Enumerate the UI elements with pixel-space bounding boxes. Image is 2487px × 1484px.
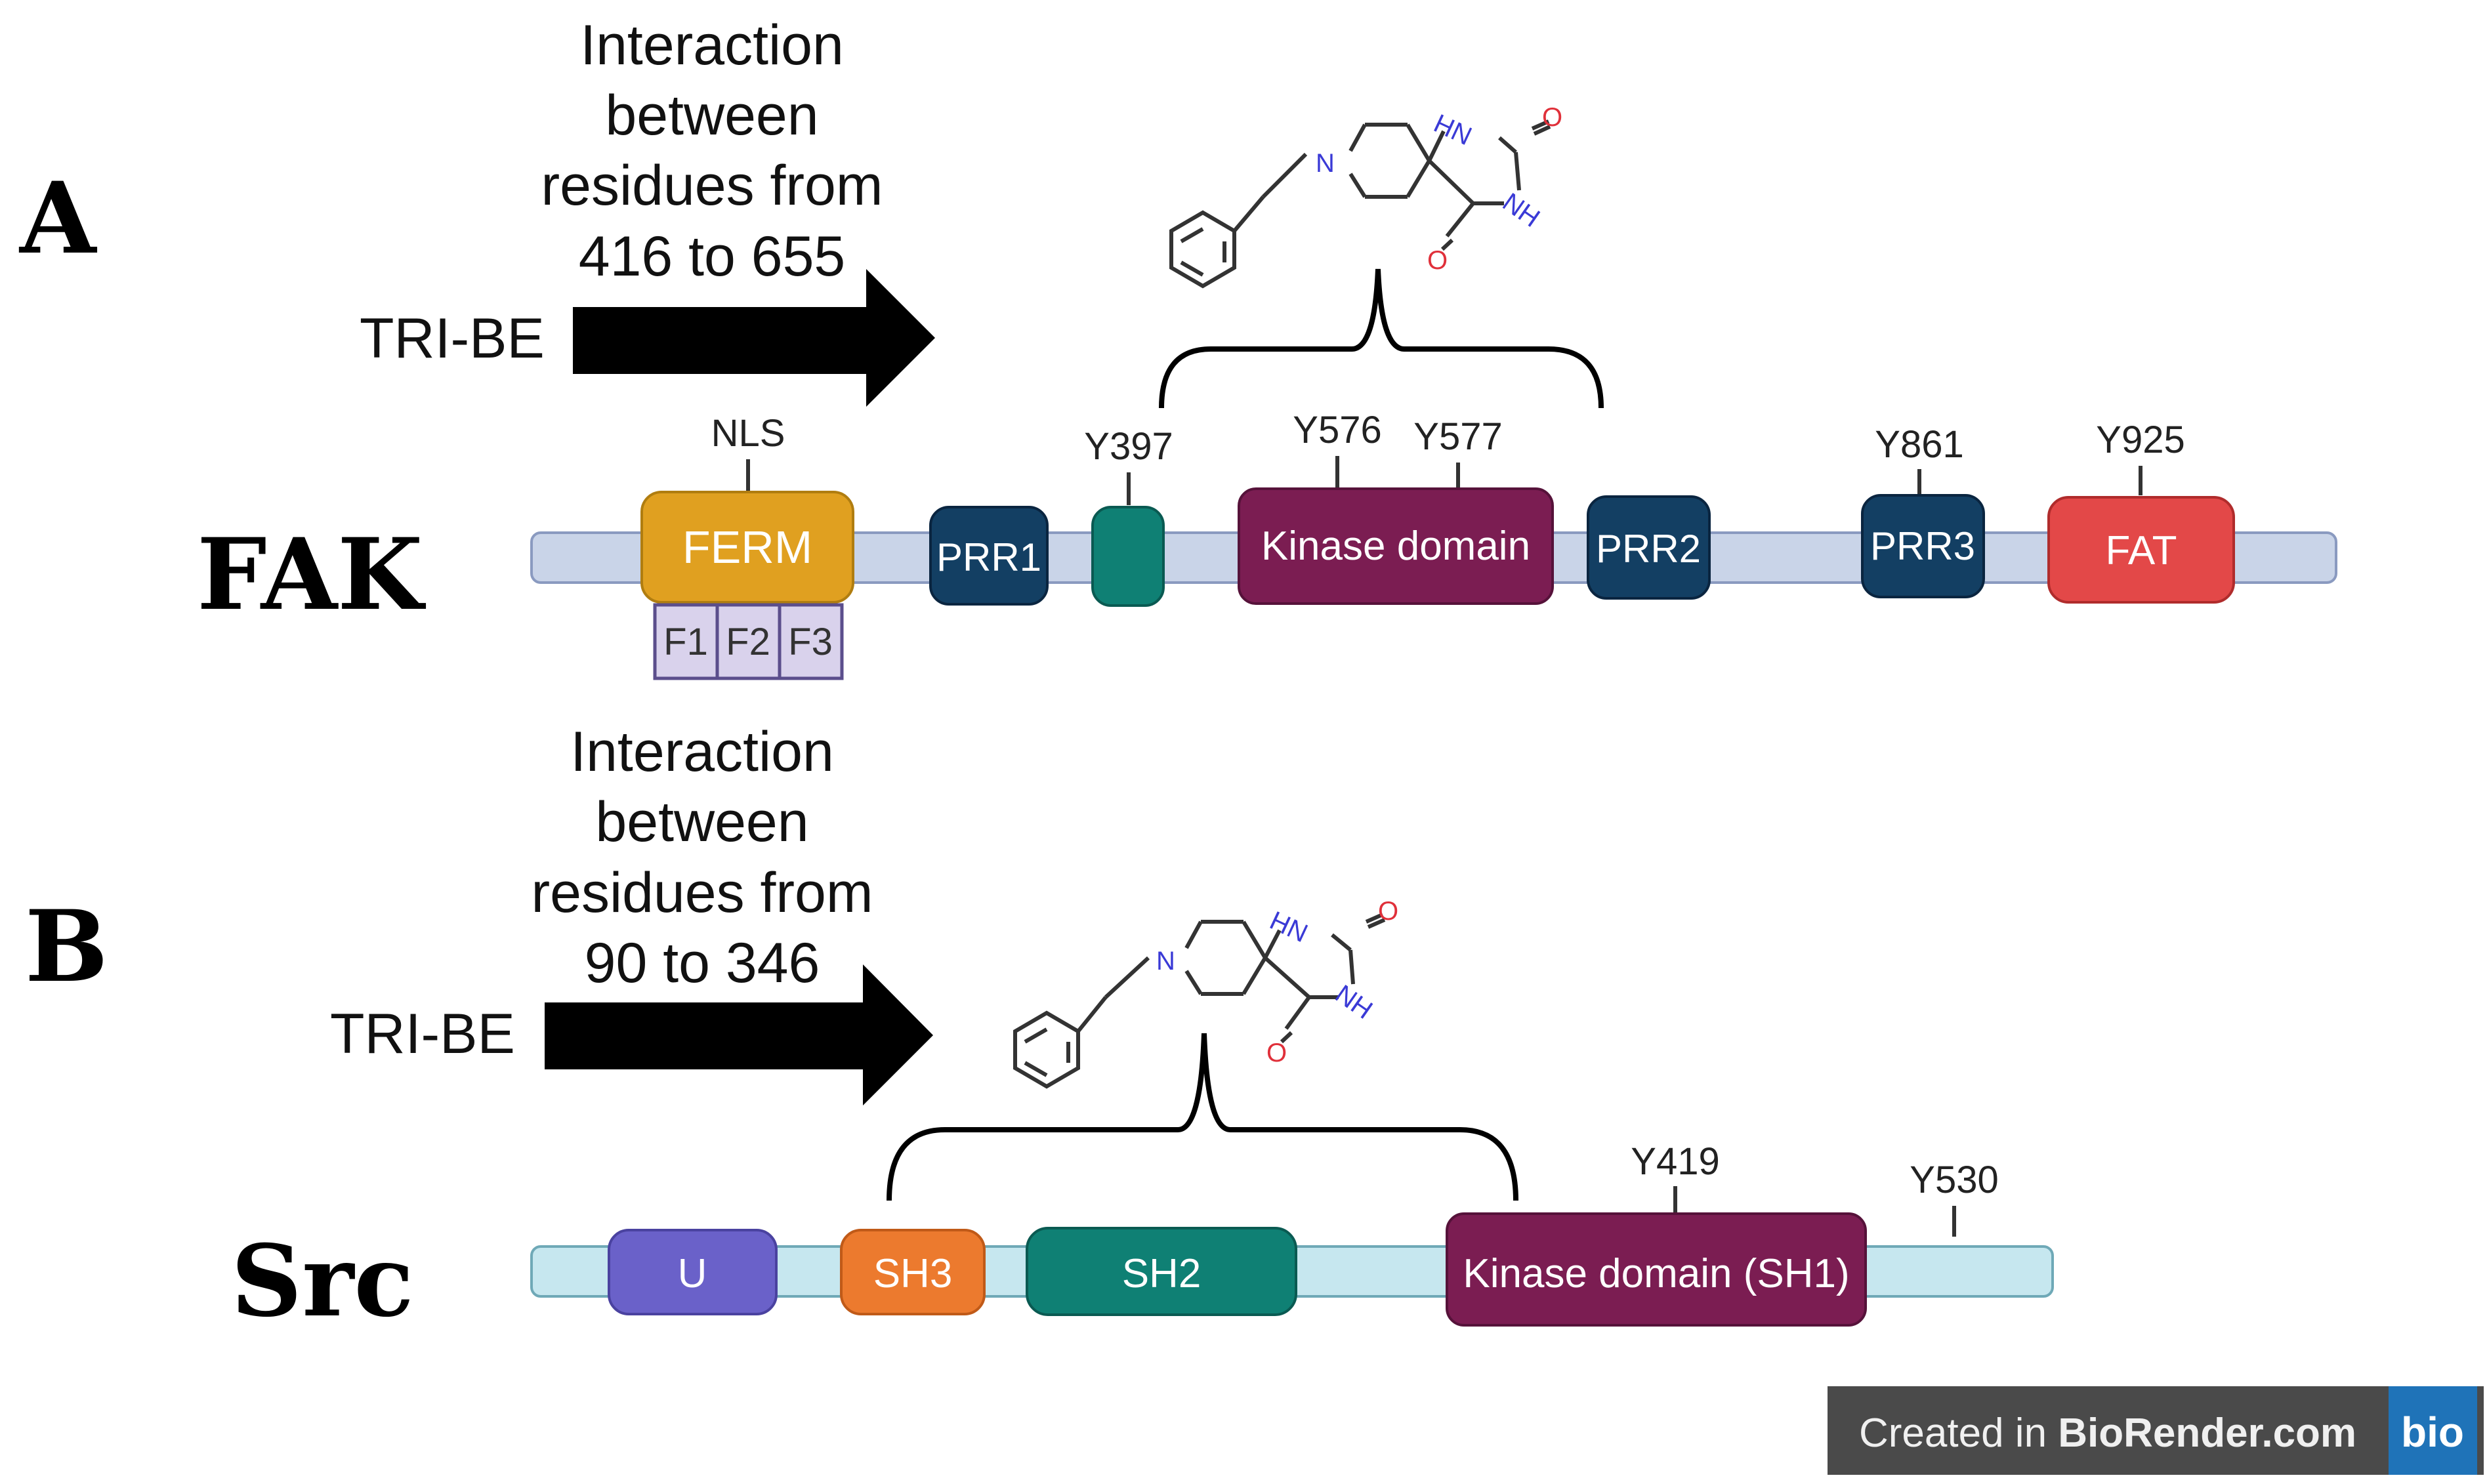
- panel-a-atom-n: N: [1316, 149, 1335, 178]
- panel-a-drug-label: TRI-BE: [360, 307, 545, 370]
- prr2-domain: [1587, 495, 1711, 600]
- y925-label: Y925: [2096, 419, 2184, 461]
- sh3-domain: [840, 1229, 986, 1315]
- f3-subdomain: [778, 603, 844, 680]
- fak-protein-name: FAK: [197, 517, 426, 632]
- panel-a-interaction-line-4: 416 to 655: [579, 225, 845, 288]
- panel-b-interaction-line-2: between: [595, 791, 808, 854]
- panel-b-arrow-icon: [545, 964, 933, 1105]
- f2-label: F2: [726, 621, 770, 663]
- fak-kinase-label: Kinase domain: [1261, 524, 1530, 569]
- sh2-domain: [1026, 1227, 1297, 1316]
- biorender-logo-icon: bio: [2401, 1409, 2464, 1456]
- sh2-label: SH2: [1122, 1251, 1202, 1296]
- panel-b-atom-o-top: O: [1378, 897, 1398, 926]
- panel-b-interaction-line-3: residues from: [532, 861, 873, 924]
- src-kinase-label: Kinase domain (SH1): [1463, 1251, 1849, 1296]
- panel-a-arrow-icon: [573, 269, 935, 407]
- nls-label: NLS: [711, 412, 785, 455]
- panel-a-interaction-line-3: residues from: [541, 154, 883, 217]
- fat-domain: [2047, 496, 2235, 604]
- panel-a-interaction-line-2: between: [605, 84, 818, 147]
- prr2-label: PRR2: [1596, 527, 1701, 571]
- y397-site-box: [1091, 506, 1165, 607]
- panel-a-atom-o-top: O: [1542, 103, 1562, 132]
- panel-a-atom-nh: NH: [1497, 188, 1545, 233]
- ferm-domain: [640, 491, 854, 604]
- badge-brand: BioRender.com: [2058, 1411, 2356, 1456]
- ferm-label: FERM: [682, 522, 812, 573]
- panel-a: A Interaction between residues from 416 …: [18, 14, 2337, 680]
- benzene-ring-icon: [1013, 1010, 1080, 1089]
- y397-label: Y397: [1084, 425, 1173, 468]
- y861-label: Y861: [1875, 423, 1963, 466]
- prr3-label: PRR3: [1870, 524, 1975, 568]
- panel-a-interaction-bracket: [1159, 268, 1604, 409]
- badge-background: [1828, 1386, 2484, 1475]
- panel-b-atom-nh: NH: [1330, 979, 1378, 1025]
- y419-label: Y419: [1631, 1140, 1719, 1183]
- fat-label: FAT: [2105, 528, 2177, 573]
- src-kinase-domain: [1446, 1212, 1867, 1327]
- sh3-label: SH3: [873, 1251, 953, 1296]
- panel-a-molecule-atoms: N HN NH O O: [1316, 103, 1562, 275]
- y530-label: Y530: [1910, 1159, 1998, 1201]
- src-protein-name: Src: [231, 1224, 414, 1339]
- f2-subdomain: [715, 603, 782, 680]
- panel-a-interaction-line-1: Interaction: [580, 14, 844, 77]
- prr3-domain: [1861, 494, 1985, 598]
- prr1-domain: [929, 506, 1049, 606]
- panel-b-drug-label: TRI-BE: [330, 1002, 515, 1065]
- panel-b-interaction-line-1: Interaction: [570, 720, 834, 783]
- panel-b-atom-o-bottom: O: [1266, 1039, 1287, 1067]
- benzene-ring-icon: [1169, 210, 1236, 289]
- y576-label: Y576: [1293, 409, 1381, 451]
- f1-subdomain: [653, 603, 719, 680]
- panel-b-molecule: [1013, 913, 1386, 1089]
- badge-logo-box: [2389, 1386, 2477, 1475]
- f3-label: F3: [788, 621, 833, 663]
- panel-a-interaction-text: Interaction between residues from 416 to…: [541, 14, 883, 288]
- u-domain: [608, 1229, 778, 1315]
- panel-a-atom-o-bottom: O: [1427, 246, 1448, 275]
- fak-kinase-domain: [1238, 487, 1554, 605]
- panel-b-atom-n: N: [1156, 947, 1175, 976]
- panel-a-letter: A: [18, 161, 98, 276]
- panel-b-interaction-line-4: 90 to 346: [585, 932, 820, 995]
- panel-b-interaction-text: Interaction between residues from 90 to …: [532, 720, 873, 995]
- badge-text: Created in BioRender.com: [1859, 1411, 2356, 1456]
- panel-b-letter: B: [25, 889, 108, 1004]
- f1-label: F1: [663, 621, 708, 663]
- panel-a-molecule: [1169, 119, 1551, 289]
- prr1-label: PRR1: [936, 535, 1041, 579]
- biorender-badge[interactable]: Created in BioRender.com bio: [1828, 1386, 2484, 1475]
- panel-b-interaction-bracket: [887, 1033, 1518, 1201]
- panel-b: B Interaction between residues from 90 t…: [25, 720, 2054, 1339]
- y577-label: Y577: [1413, 415, 1502, 458]
- u-label: U: [678, 1251, 707, 1296]
- badge-prefix: Created in: [1859, 1411, 2058, 1456]
